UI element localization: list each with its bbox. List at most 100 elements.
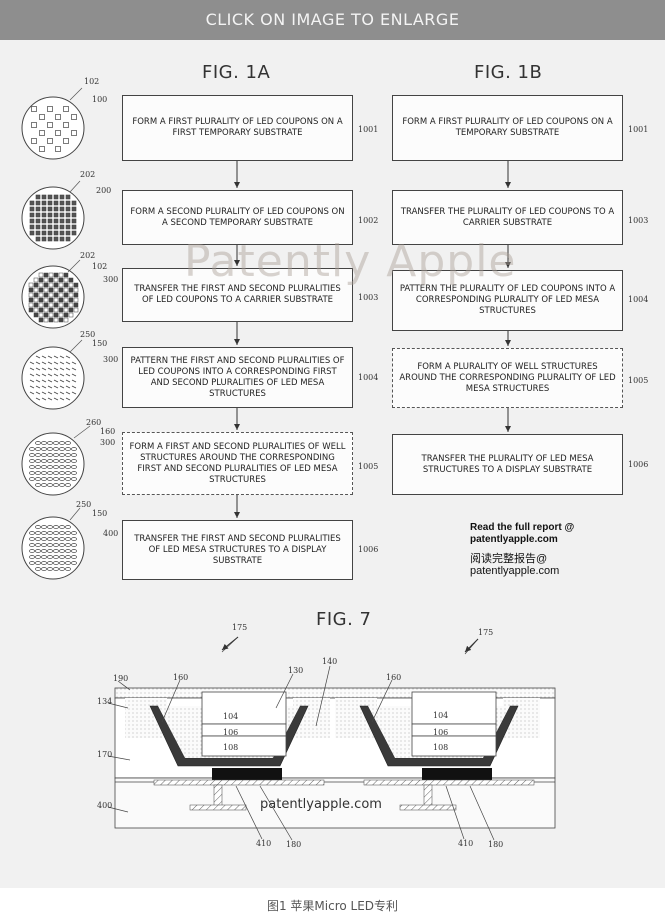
wafer-3-die bbox=[53, 272, 59, 278]
wafer-3-die bbox=[48, 302, 54, 308]
wafer-6-well bbox=[29, 561, 35, 565]
patent-figure[interactable]: FIG. 1A FIG. 1B FORM A FIRST PLURALITY O… bbox=[0, 40, 665, 888]
wafer-3-die bbox=[63, 307, 69, 313]
wafer-6-well bbox=[65, 555, 71, 559]
fig7-arrow-175-left bbox=[221, 636, 239, 651]
wafer-5-label-2: 160 bbox=[100, 427, 116, 436]
wafer-3-die bbox=[43, 297, 49, 303]
wafer-4-mesa bbox=[71, 385, 77, 389]
wafer-3-die bbox=[38, 287, 44, 293]
wafer-2-die bbox=[29, 230, 35, 236]
ref-130: 130 bbox=[288, 666, 304, 675]
wafer-6-well bbox=[65, 561, 71, 565]
wafer-5-well bbox=[35, 441, 41, 445]
wafer-4-mesa bbox=[29, 391, 35, 395]
fig1a-ref-3: 1003 bbox=[358, 293, 379, 302]
wafer-2-die bbox=[47, 218, 53, 224]
wafer-6-well bbox=[35, 567, 41, 571]
wafer-3-die bbox=[68, 287, 74, 293]
wafer-4-mesa bbox=[65, 367, 71, 371]
wafer-3-die bbox=[73, 297, 79, 303]
wafer-leader-6 bbox=[69, 507, 81, 521]
wafer-1-die bbox=[71, 114, 77, 120]
wafer-6-well bbox=[47, 543, 53, 547]
ref-180-right: 180 bbox=[488, 840, 504, 849]
fig1b-step-4: FORM A PLURALITY OF WELL STRUCTURES AROU… bbox=[392, 348, 623, 408]
wafer-3-die bbox=[43, 287, 49, 293]
fig1b-ref-4: 1005 bbox=[628, 376, 649, 385]
wafer-3-die bbox=[43, 312, 49, 318]
wafer-2-die bbox=[53, 212, 59, 218]
wafer-6-well bbox=[35, 561, 41, 565]
wafer-5-well bbox=[65, 465, 71, 469]
wafer-3-die bbox=[53, 292, 59, 298]
electrode-410-2 bbox=[363, 779, 535, 786]
wafer-2-die bbox=[35, 194, 41, 200]
wafer-2-die bbox=[35, 212, 41, 218]
wafer-2-die bbox=[29, 218, 35, 224]
fig1a-step-6: TRANSFER THE FIRST AND SECOND PLURALITIE… bbox=[122, 520, 353, 580]
wafer-5-well bbox=[47, 453, 53, 457]
promo-link-2[interactable]: patentlyapple.com bbox=[470, 565, 560, 577]
wafer-4-mesa bbox=[53, 379, 59, 383]
wafer-6-well bbox=[41, 531, 47, 535]
fig-1a-title: FIG. 1A bbox=[202, 62, 271, 83]
ref-134: 134 bbox=[97, 697, 113, 706]
wafer-5-well bbox=[65, 447, 71, 451]
wafer-5-well bbox=[47, 477, 53, 481]
wafer-5-well bbox=[71, 459, 77, 463]
wafer-2-die bbox=[53, 200, 59, 206]
wafer-1-die bbox=[63, 106, 69, 112]
wafer-4-mesa bbox=[41, 391, 47, 395]
wafer-1-die bbox=[63, 138, 69, 144]
wafer-4-mesa bbox=[47, 367, 53, 371]
wafer-4-mesa bbox=[35, 373, 41, 377]
wafer-6-well bbox=[65, 567, 71, 571]
wafer-3-die bbox=[43, 317, 49, 323]
wafer-5-well bbox=[53, 465, 59, 469]
wafer-6-well bbox=[59, 561, 65, 565]
wafer-6-well bbox=[59, 549, 65, 553]
led-layer-106-2 bbox=[411, 723, 497, 737]
wafer-6-well bbox=[71, 549, 77, 553]
wafer-5-well bbox=[65, 441, 71, 445]
wafer-2-die bbox=[65, 236, 71, 242]
wafer-2-die bbox=[65, 212, 71, 218]
wafer-5-well bbox=[35, 483, 41, 487]
promo-line-1: Read the full report @ bbox=[470, 522, 575, 533]
wafer-2-die bbox=[47, 212, 53, 218]
wafer-4-mesa bbox=[41, 379, 47, 383]
wafer-6-well bbox=[47, 537, 53, 541]
wafer-3-die bbox=[38, 317, 44, 323]
wafer-2-die bbox=[47, 206, 53, 212]
promo-link-1[interactable]: patentlyapple.com bbox=[470, 534, 558, 545]
wafer-3-die bbox=[28, 292, 34, 298]
wafer-5-well bbox=[47, 471, 53, 475]
led-layer-108-1 bbox=[201, 735, 287, 757]
ref-170: 170 bbox=[97, 750, 113, 759]
wafer-4-mesa bbox=[53, 385, 59, 389]
wafer-3-die bbox=[73, 307, 79, 313]
wafer-6-well bbox=[35, 531, 41, 535]
via-2 bbox=[423, 784, 433, 808]
wafer-3-die bbox=[53, 302, 59, 308]
wafer-5-well bbox=[35, 477, 41, 481]
wafer-5-well bbox=[59, 465, 65, 469]
wafer-2-die bbox=[47, 200, 53, 206]
wafer-1-die bbox=[31, 106, 37, 112]
wafer-3-die bbox=[63, 302, 69, 308]
wafer-2-die bbox=[35, 218, 41, 224]
wafer-2-die bbox=[47, 224, 53, 230]
wafer-2-die bbox=[59, 194, 65, 200]
wafer-4-mesa bbox=[53, 367, 59, 371]
wafer-3-die bbox=[28, 297, 34, 303]
wafer-3-die bbox=[58, 277, 64, 283]
wafer-5-well bbox=[35, 447, 41, 451]
wafer-4-mesa bbox=[71, 367, 77, 371]
wafer-6-well bbox=[41, 525, 47, 529]
wafer-4-mesa bbox=[47, 355, 53, 359]
wafer-1-label-1: 102 bbox=[84, 77, 100, 86]
wafer-5-well bbox=[65, 477, 71, 481]
wafer-3-die bbox=[73, 292, 79, 298]
enlarge-banner[interactable]: CLICK ON IMAGE TO ENLARGE bbox=[0, 0, 665, 40]
